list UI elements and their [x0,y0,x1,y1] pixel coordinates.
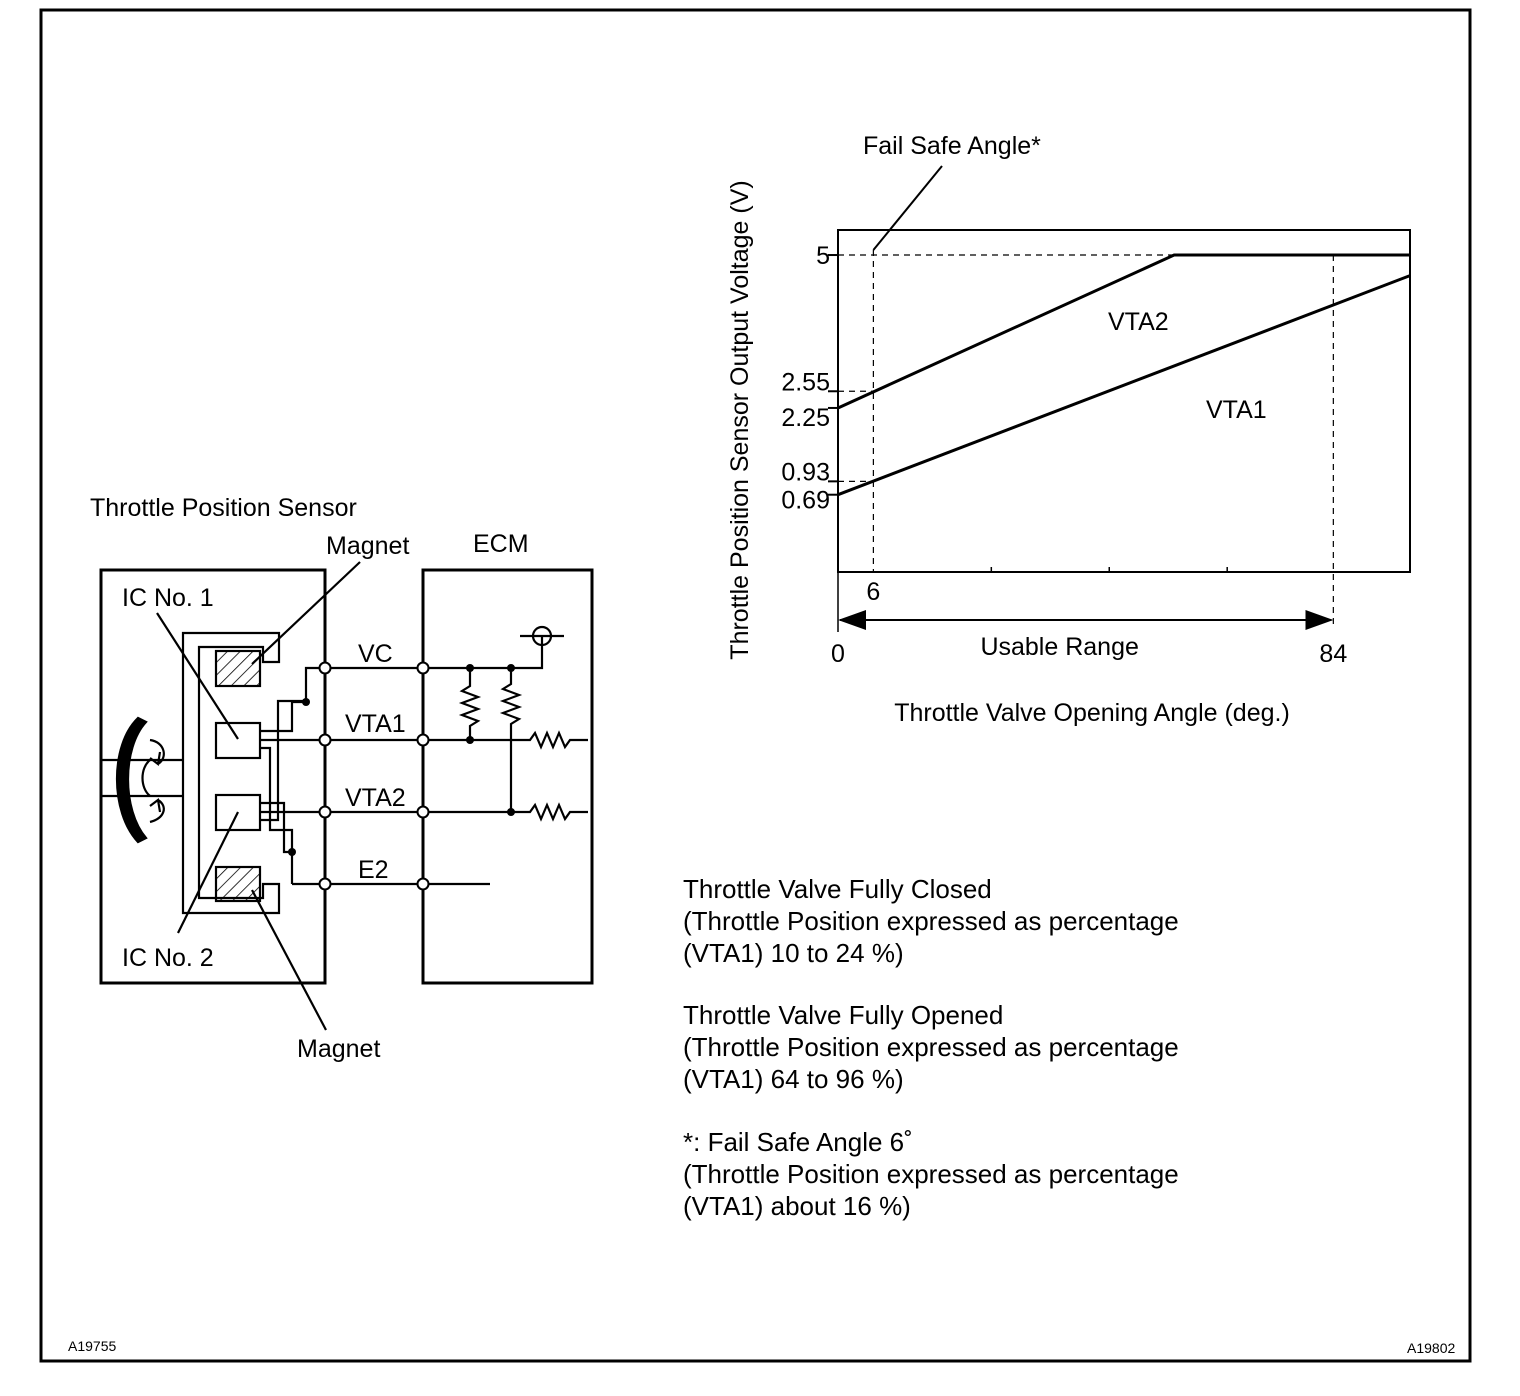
y-tick-label-0.69: 0.69 [781,487,830,515]
pullup-resistor-vta2 [499,668,523,812]
ic2-e2-link [260,801,292,854]
x-tick-label-84: 84 [1319,640,1347,668]
magnet-yoke [181,631,281,915]
magnet-bottom-label: Magnet [297,1035,380,1063]
ecm-resistor-vta1 [520,730,588,750]
y-axis-label: Throttle Position Sensor Output Voltage … [726,180,754,659]
series-label-vta1: VTA1 [1206,396,1267,424]
wire-label-e2: E2 [358,856,389,884]
y-tick-label-2.55: 2.55 [781,368,830,396]
y-tick-label-2.25: 2.25 [781,404,830,432]
wire-vc [325,636,544,670]
notes: Throttle Valve Fully Closed(Throttle Pos… [683,874,1179,1221]
note-2-line-3: (VTA1) 64 to 96 %) [683,1064,904,1094]
x-tick-label-0: 0 [831,640,845,668]
chart-plot-area [837,229,1411,573]
x-axis-label: Throttle Valve Opening Angle (deg.) [894,699,1290,727]
usable-range-label: Usable Range [980,633,1138,661]
magnet-top-label: Magnet [326,532,409,560]
series-line-vta2 [837,253,1410,410]
ic2-label: IC No. 2 [122,944,214,972]
note-1-line-1: Throttle Valve Fully Closed [683,874,992,904]
ecm-label: ECM [473,530,529,558]
rotation-arrow [116,716,148,844]
shaft [101,758,183,798]
junction-dots [288,664,515,856]
wire-label-vc: VC [358,640,393,668]
note-1-line-3: (VTA1) 10 to 24 %) [683,938,904,968]
rotation-arrow-head-top [149,738,165,766]
magnet-bottom-leader [251,889,327,1031]
note-3-line-1: *: Fail Safe Angle 6˚ [683,1127,913,1157]
ic1-label: IC No. 1 [122,584,214,612]
shaft-end [141,759,151,797]
voltage-chart: Throttle Position Sensor Output Voltage … [726,132,1411,727]
sensor-title: Throttle Position Sensor [90,494,357,522]
circuit-diagram: Throttle Position Sensor Magnet ECM IC N… [90,494,594,1063]
magnet-bottom [214,865,262,903]
outer-border [39,8,1472,1363]
wire-label-vta1: VTA1 [345,710,406,738]
magnet-top-leader [251,561,361,665]
fail-safe-label: Fail Safe Angle* [863,132,1041,160]
pullup-resistor-vta1 [458,668,482,740]
figure-code-right: A19802 [1407,1340,1455,1356]
ic1-leader [156,612,239,740]
ecm-resistor-vta2 [520,802,588,822]
y-tick-label-0.93: 0.93 [781,458,830,486]
y-tick-label-5: 5 [816,242,830,270]
note-1-line-2: (Throttle Position expressed as percenta… [683,906,1179,936]
sensor-housing [99,568,327,985]
wire-label-vta2: VTA2 [345,784,406,812]
series-label-vta2: VTA2 [1108,308,1169,336]
rotation-arrow-head-bottom [149,798,165,824]
series-line-vta1 [837,274,1411,497]
ic1-vc-link [260,666,325,733]
note-2-line-2: (Throttle Position expressed as percenta… [683,1032,1179,1062]
note-3-line-2: (Throttle Position expressed as percenta… [683,1159,1179,1189]
ecm-housing [421,568,594,985]
note-2-line-1: Throttle Valve Fully Opened [683,1000,1003,1030]
magnet-top [214,649,262,688]
ic1-e2-link [260,746,294,884]
figure-code-left: A19755 [68,1338,116,1354]
x-tick-label-6: 6 [866,578,880,606]
connector-terminals [318,661,430,891]
note-3-line-3: (VTA1) about 16 %) [683,1191,911,1221]
ic1-box [214,721,262,760]
fail-safe-leader [872,165,943,251]
ic2-leader [177,811,239,934]
